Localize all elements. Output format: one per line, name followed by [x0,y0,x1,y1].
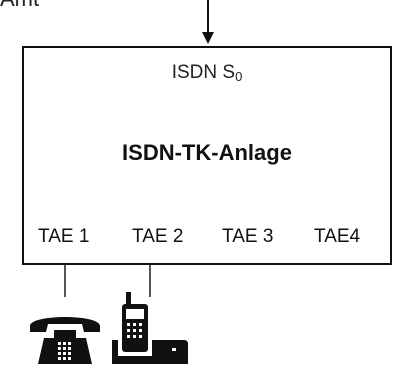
port-label-tae3: TAE 3 [222,226,274,247]
wire-tae2 [149,265,151,297]
port-label-tae1: TAE 1 [38,226,90,247]
telephone-icon [30,317,100,364]
wire-tae1 [64,265,66,297]
port-label-tae2: TAE 2 [132,226,184,247]
top-cropped-label: Amt [0,0,56,14]
cordless-phone-icon [112,292,188,364]
isdn-bus-label: ISDN S0 [171,62,243,84]
incoming-line-arrow [202,0,214,44]
system-title: ISDN-TK-Anlage [122,140,292,165]
port-label-tae4: TAE4 [314,226,361,247]
port-row: TAE 1 TAE 2 TAE 3 TAE4 [24,226,390,250]
isdn-pbx-box: ISDN S0 ISDN-TK-Anlage TAE 1 TAE 2 TAE 3… [22,46,392,265]
